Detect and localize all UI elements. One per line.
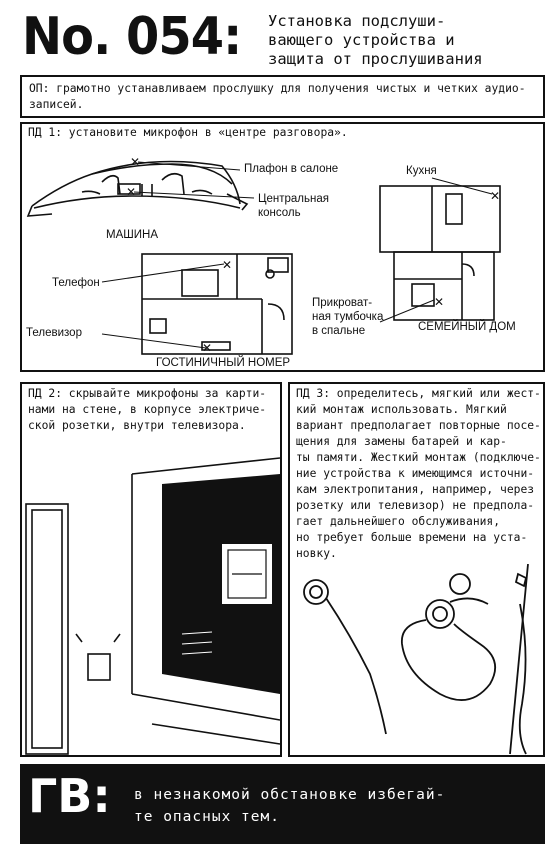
panel-1-caption: ПД 1: установите микрофон в «центре разг… xyxy=(28,126,348,139)
label-ceiling-light: Плафон в салоне xyxy=(244,163,339,175)
svg-text:✕: ✕ xyxy=(222,258,232,272)
panel-2-caption: ПД 2: скрывайте микрофоны за карти- нами… xyxy=(28,387,267,432)
label-phone: Телефон xyxy=(52,277,100,289)
svg-text:✕: ✕ xyxy=(202,341,212,355)
page-title: Установка подслуши- вающего устройства и… xyxy=(268,12,483,68)
panel-2: ПД 2: скрывайте микрофоны за карти- нами… xyxy=(20,382,282,757)
svg-text:✕: ✕ xyxy=(434,295,444,309)
issue-number: No. 054: xyxy=(22,7,242,67)
svg-text:✕: ✕ xyxy=(130,155,140,169)
car-illustration: ✕ ✕ ✕ ✕ xyxy=(26,155,501,355)
label-family-house: СЕМЕЙНЫЙ ДОМ xyxy=(418,321,516,333)
tv-wall-illustration xyxy=(25,457,280,755)
objective-box: ОП: грамотно устанавливаем прослушку для… xyxy=(20,75,545,118)
label-kitchen: Кухня xyxy=(406,165,437,177)
objective-text: ОП: грамотно устанавливаем прослушку для… xyxy=(29,82,526,111)
label-bedside-table: Прикроват- ная тумбочка в спальне xyxy=(312,297,384,337)
footer-text: в незнакомой обстановке избегай- те опас… xyxy=(134,787,446,825)
panel-3-caption: ПД 3: определитесь, мягкий или жест- кий… xyxy=(296,387,541,560)
microphones-illustration xyxy=(303,564,529,755)
label-center-console: Центральная консоль xyxy=(258,193,329,219)
panel-1: ПД 1: установите микрофон в «центре разг… xyxy=(20,122,545,372)
panel-3: ПД 3: определитесь, мягкий или жест- кий… xyxy=(288,382,545,757)
footer-tip: ГВ: в незнакомой обстановке избегай- те … xyxy=(20,764,545,844)
svg-text:✕: ✕ xyxy=(490,189,500,203)
footer-label: ГВ: xyxy=(28,769,111,823)
label-car: МАШИНА xyxy=(106,229,159,241)
label-hotel-room: ГОСТИНИЧНЫЙ НОМЕР xyxy=(156,357,291,369)
svg-text:✕: ✕ xyxy=(126,185,136,199)
label-tv: Телевизор xyxy=(26,327,82,339)
